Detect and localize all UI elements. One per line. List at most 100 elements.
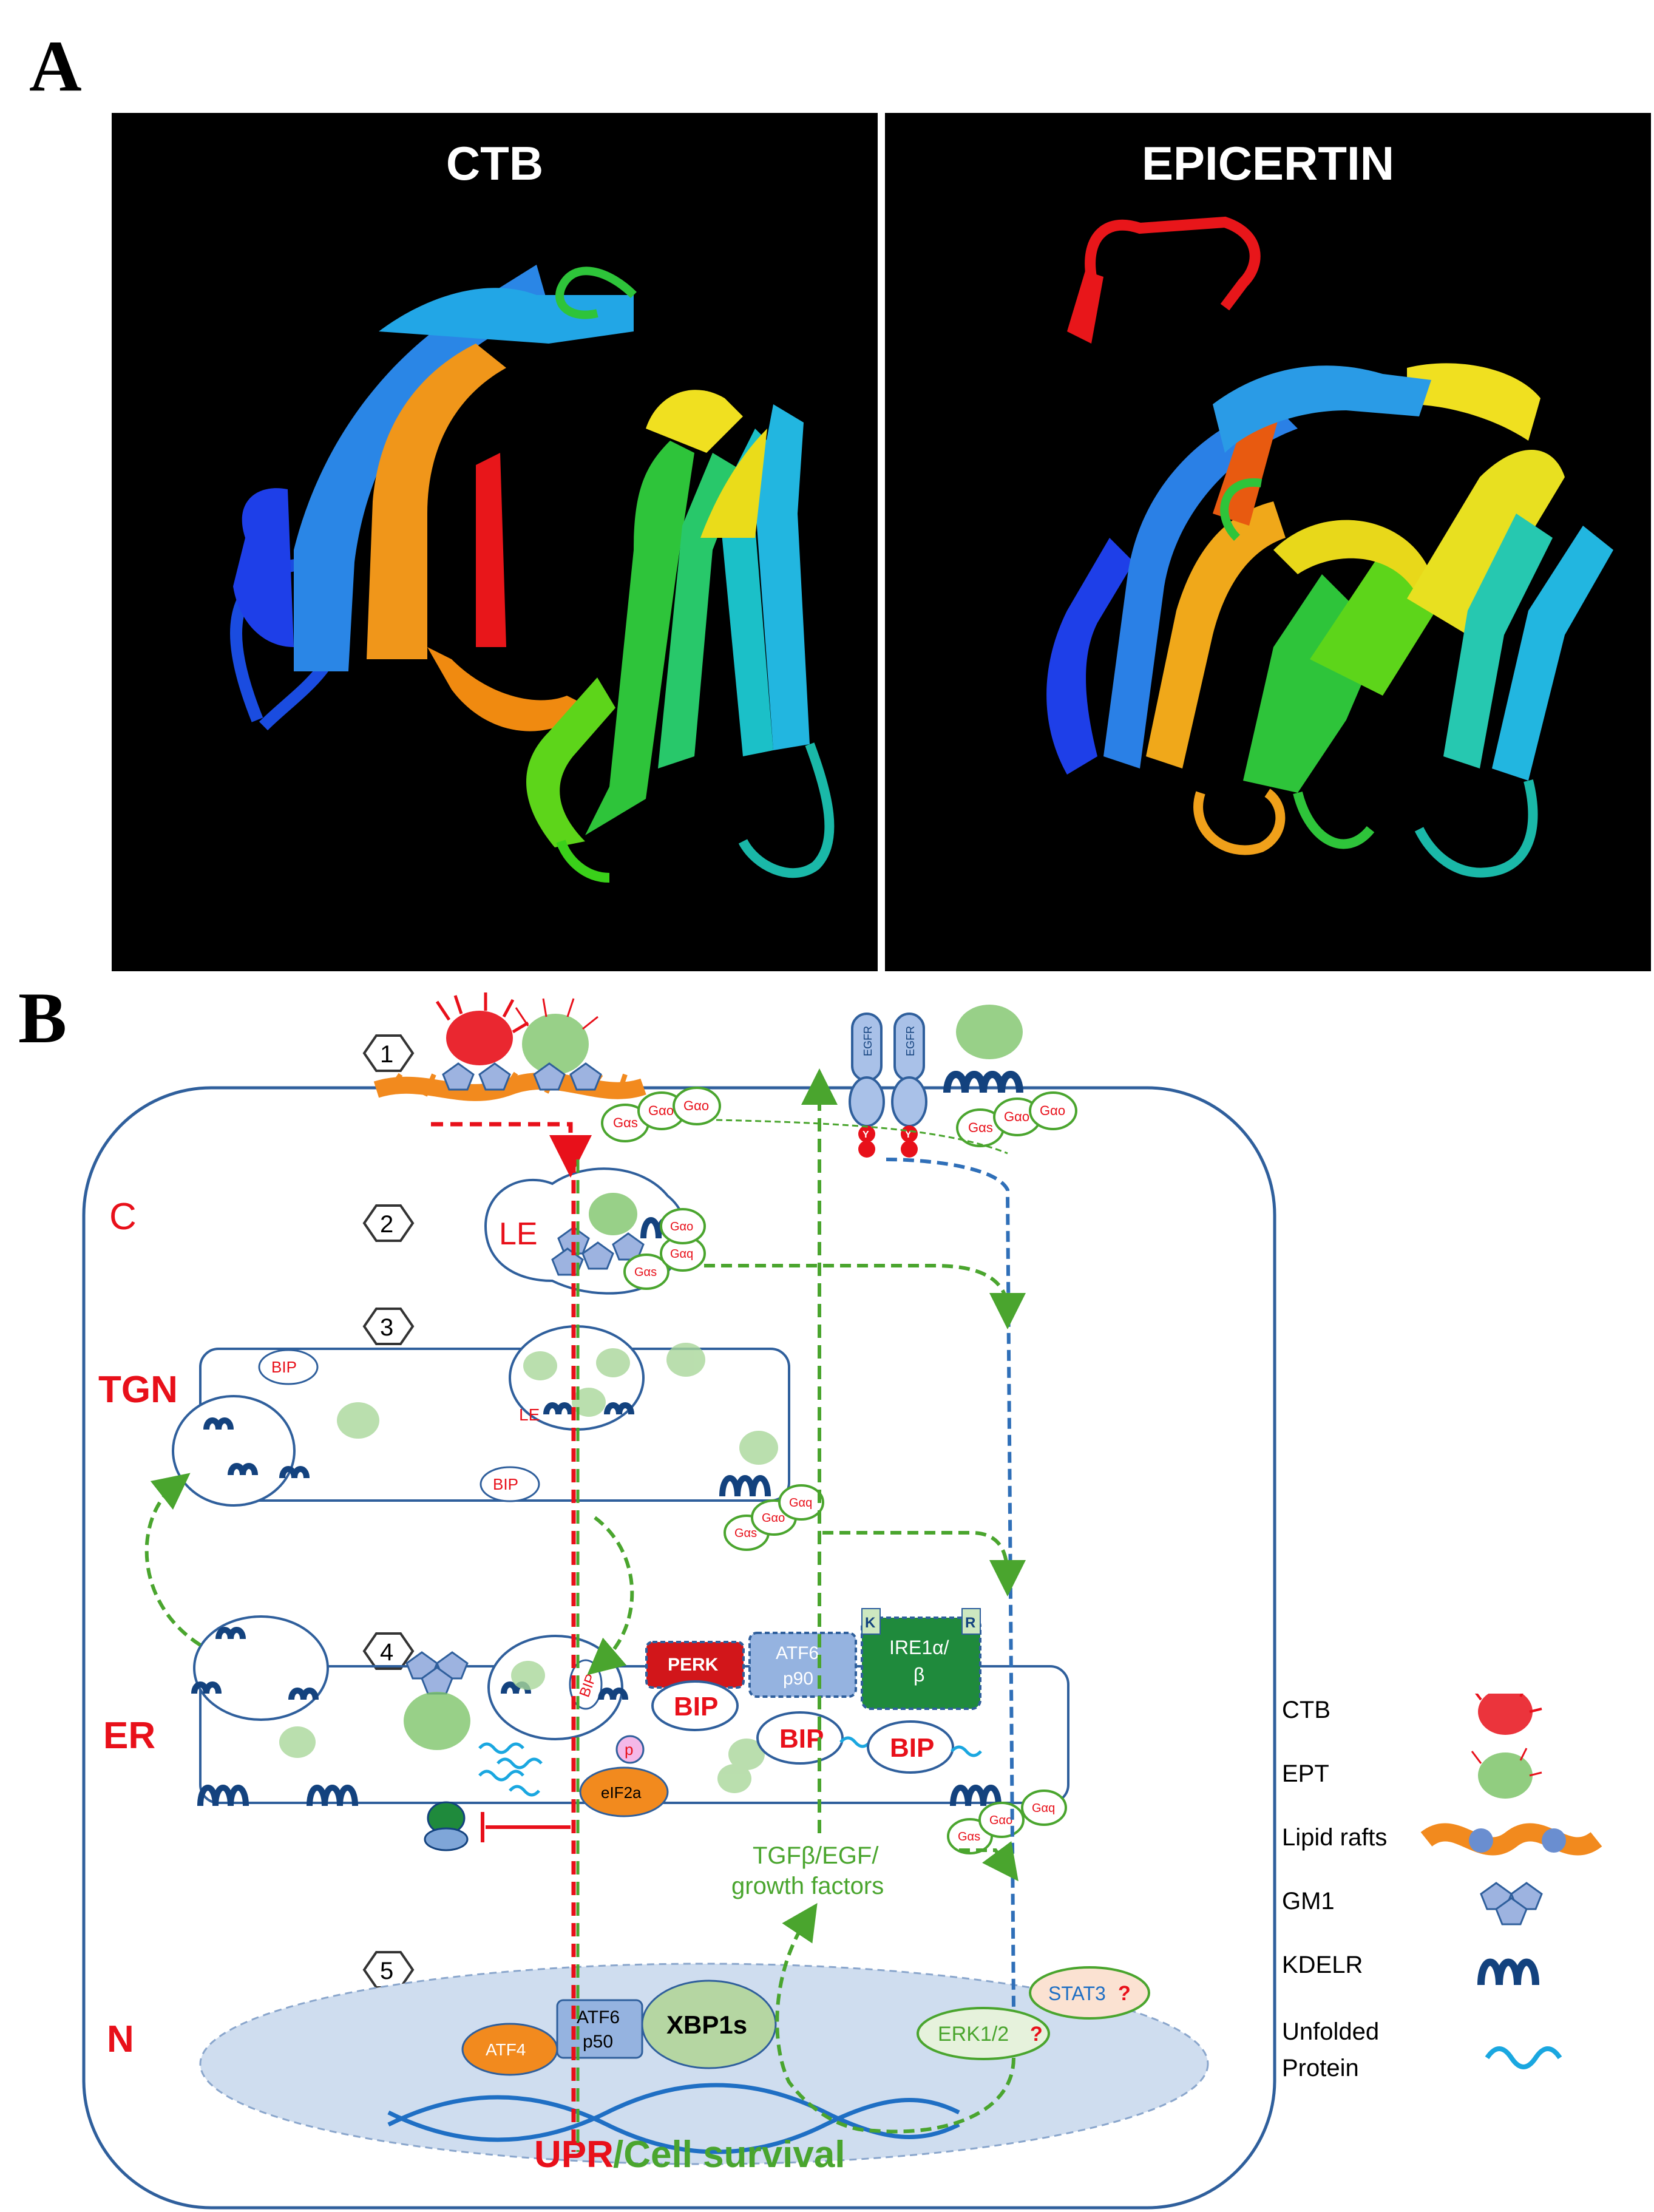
label-nucleus: N <box>107 2018 134 2060</box>
gas-label-1: Gαs <box>613 1115 638 1130</box>
g-proteins-er <box>947 1790 1067 1854</box>
perk-sensor <box>645 1641 745 1689</box>
ire1-r-tab <box>961 1608 981 1635</box>
ept-icon <box>1471 1748 1542 1799</box>
stat3-label: STAT3 <box>1048 1983 1106 2004</box>
ire1-line2: β <box>913 1664 924 1686</box>
legend-label-lipid-rafts: Lipid rafts <box>1282 1824 1387 1851</box>
phospho-circle <box>615 1735 645 1764</box>
gao-label-7: Gαo <box>989 1814 1012 1827</box>
gao-label-5: Gαo <box>670 1220 693 1233</box>
kdelr-icon <box>1477 1958 1539 1986</box>
kdelr-top-right <box>943 1071 1023 1093</box>
legend-label-ctb: CTB <box>1282 1697 1330 1723</box>
legend-graphic: CTB EPT Lipid rafts GM1 KDELR Unfolded P… <box>1282 1680 1602 2081</box>
epicertin-ribbon-structure <box>1046 216 1613 878</box>
ept-er-cluster <box>404 1692 470 1750</box>
g-proteins-membrane-left <box>601 1087 721 1142</box>
green-arrow-tgn-to-er <box>587 1516 634 1675</box>
label-tgn: TGN <box>98 1369 178 1411</box>
erk-label: ERK1/2 <box>938 2023 1009 2046</box>
kdelr-er <box>191 1627 1002 1807</box>
g-proteins-membrane-right <box>956 1091 1077 1147</box>
legend-label-unfolded: Unfolded <box>1282 2018 1379 2045</box>
epicertin-structure-panel: EPICERTIN <box>885 113 1651 971</box>
ept-in-endosome <box>589 1193 637 1235</box>
ire1-sensor <box>861 1617 981 1710</box>
gaq-label-3: Gαq <box>1032 1802 1055 1815</box>
g-proteins-endosome <box>623 1208 706 1290</box>
gm1-cluster-er <box>405 1651 469 1695</box>
panel-letter-b: B <box>18 977 67 1058</box>
gm1-icon <box>1480 1882 1543 1925</box>
label-er: ER <box>103 1715 155 1757</box>
cell-survival-label: /Cell survival <box>613 2134 846 2176</box>
xbp1s-node <box>641 1980 777 2069</box>
xbp1s-label: XBP1s <box>666 2010 747 2039</box>
bip-label-atf6: BIP <box>779 1724 824 1754</box>
gas-label-2: Gαs <box>968 1120 993 1135</box>
egfr-receptor-left <box>849 1013 885 1158</box>
egfr-label-left: EGFR <box>862 1026 874 1056</box>
ire1-k-tab <box>861 1608 881 1635</box>
green-arrow-endosome <box>704 1264 1026 1329</box>
ctb-toxin-membrane <box>435 992 529 1065</box>
ire1-line1: IRE1α/ <box>889 1637 949 1658</box>
stat3-question: ? <box>1118 1982 1131 2005</box>
bip-label-tgn-1: BIP <box>271 1358 297 1376</box>
atf6-p90-line2: p90 <box>783 1669 813 1689</box>
cell-membrane <box>82 1086 1276 2210</box>
green-arrow-er-to-tgn <box>144 1473 202 1647</box>
green-arrow-nucleus-loop <box>775 1903 1015 2134</box>
growth-factors-line2: growth factors <box>731 1873 884 1899</box>
g-proteins-tgn <box>724 1484 824 1551</box>
unfolded-protein-icon <box>1485 2046 1562 2069</box>
tgn-vesicle-left <box>172 1395 296 1507</box>
gaq-label-1: Gαq <box>670 1247 693 1261</box>
k-label: K <box>865 1615 876 1631</box>
growth-factors-line1: TGFβ/EGF/ <box>753 1842 879 1869</box>
bip-bubble-tgn-1 <box>258 1349 319 1385</box>
atf6-p90-line1: ATF6 <box>776 1643 819 1663</box>
lipid-raft-icon <box>1420 1823 1602 1856</box>
legend-label-gm1: GM1 <box>1282 1888 1335 1915</box>
ctb-icon <box>1471 1680 1542 1735</box>
ept-protein-membrane <box>515 998 598 1074</box>
legend: CTB EPT Lipid rafts GM1 KDELR Unfolded P… <box>1281 1680 1645 2143</box>
r-label: R <box>965 1615 975 1631</box>
eif2a-label: eIF2a <box>601 1783 642 1802</box>
gas-label-5: Gαs <box>958 1830 980 1844</box>
gao-label-3: Gαo <box>1004 1109 1029 1124</box>
gao-label-6: Gαo <box>762 1511 785 1525</box>
step-5: 5 <box>380 1958 393 1984</box>
kdelr-tgn <box>203 1402 771 1497</box>
p-label: p <box>625 1740 633 1759</box>
green-arrow-er <box>959 1841 1018 1882</box>
legend-label-ept: EPT <box>1282 1760 1329 1787</box>
green-arrow-membrane <box>716 1119 1008 1155</box>
atf6-p90-sensor <box>748 1632 857 1698</box>
bip-label-perk: BIP <box>674 1692 718 1722</box>
ctb-structure-title: CTB <box>446 137 544 190</box>
egfr-receptor-right <box>891 1013 927 1158</box>
gaq-label-2: Gαq <box>789 1496 812 1510</box>
egfr-label-right: EGFR <box>904 1026 917 1056</box>
ept-protein-top-right <box>956 1005 1023 1059</box>
green-arrow-tgn <box>822 1531 1026 1596</box>
step-1: 1 <box>380 1041 393 1068</box>
bip-label-tgn-2: BIP <box>493 1475 518 1493</box>
eif2a-node <box>579 1766 669 1817</box>
step-4: 4 <box>380 1639 393 1666</box>
er-vesicle-left <box>193 1615 329 1721</box>
bip-bubble-tgn-2 <box>480 1466 540 1502</box>
unfolded-protein-ire1 <box>951 1745 982 1757</box>
legend-label-protein: Protein <box>1282 2055 1359 2081</box>
gas-label-4: Gαs <box>734 1527 757 1540</box>
legend-label-kdelr: KDELR <box>1282 1952 1363 1978</box>
gao-label-4: Gαo <box>1040 1103 1065 1118</box>
unfolded-protein-er <box>478 1742 543 1797</box>
stat3-node <box>1029 1966 1150 2020</box>
perk-label: PERK <box>668 1655 719 1675</box>
bip-perk <box>651 1680 739 1731</box>
erk-question: ? <box>1030 2023 1043 2046</box>
